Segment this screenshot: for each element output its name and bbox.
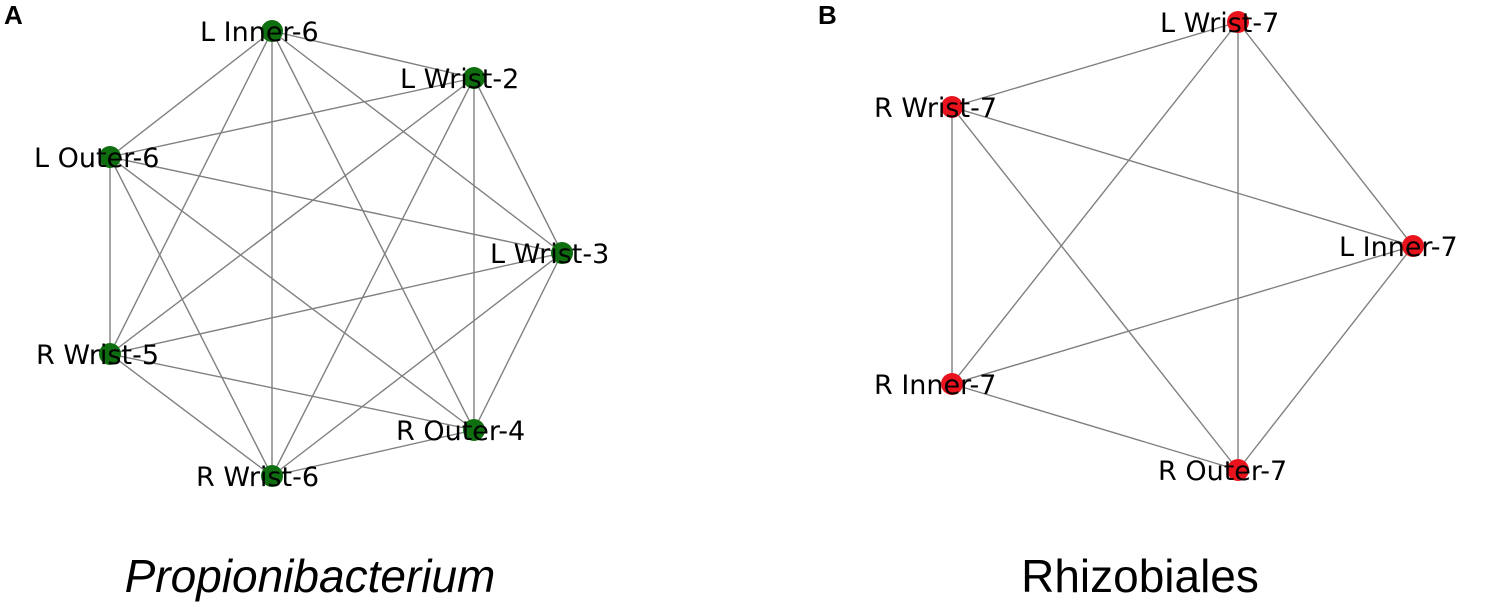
node-m2 [1402, 235, 1424, 257]
edge-n3-n5 [271, 252, 563, 477]
edge-n3-n6 [109, 252, 563, 355]
node-label-n7: L Outer-6 [34, 143, 159, 174]
panel-b-letter: B [818, 0, 837, 30]
node-label-m4: R Inner-7 [874, 370, 996, 401]
node-m5 [941, 96, 963, 118]
node-label-n4: R Outer-4 [396, 416, 525, 447]
node-label-m3: R Outer-7 [1158, 456, 1287, 487]
node-label-n3: L Wrist-3 [490, 239, 609, 270]
node-label-m5: R Wrist-7 [874, 93, 997, 124]
edge-m2-m4 [951, 245, 1414, 385]
panel-a-labels: L Inner-6 L Wrist-2 L Wrist-3 R Outer-4 R Wr… [34, 17, 609, 493]
node-label-n5: R Wrist-6 [196, 462, 319, 493]
node-n3 [551, 242, 573, 264]
node-m3 [1227, 459, 1249, 481]
panel-a: A L Inner-6 L Wrist-2 L Wrist-3 R Outer-4 R … [4, 0, 609, 602]
node-n2 [463, 67, 485, 89]
panel-a-edges [109, 30, 563, 477]
edge-n3-n7 [109, 156, 563, 254]
node-label-n2: L Wrist-2 [400, 64, 519, 95]
node-label-m1: L Wrist-7 [1160, 8, 1279, 39]
edge-n1-n3 [271, 30, 563, 254]
edge-m2-m5 [951, 106, 1414, 247]
edge-n2-n5 [271, 77, 475, 477]
edge-n4-n7 [109, 156, 475, 431]
edge-m3-m4 [951, 383, 1239, 471]
edge-n5-n7 [109, 156, 273, 477]
edge-n4-n6 [109, 353, 475, 431]
panel-a-caption: Propionibacterium [125, 550, 496, 602]
node-n4 [463, 419, 485, 441]
node-label-n6: R Wrist-5 [36, 340, 159, 371]
node-label-m2: L Inner-7 [1339, 232, 1458, 263]
edge-m3-m5 [951, 106, 1239, 471]
edge-n2-n3 [473, 77, 563, 254]
edge-m1-m4 [951, 21, 1239, 385]
node-n6 [99, 343, 121, 365]
edge-m1-m2 [1237, 21, 1414, 247]
node-m4 [941, 373, 963, 395]
panel-b-edges [951, 21, 1414, 471]
edge-n1-n2 [271, 30, 475, 79]
node-n5 [261, 465, 283, 487]
edge-n2-n6 [109, 77, 475, 355]
edge-n2-n7 [109, 77, 475, 158]
edge-n1-n6 [109, 30, 273, 355]
edge-n4-n5 [271, 429, 475, 477]
edge-n5-n6 [109, 353, 273, 477]
node-n1 [261, 20, 283, 42]
panel-b-caption: Rhizobiales [1021, 550, 1259, 602]
panel-a-nodes [99, 20, 573, 487]
panel-a-letter: A [4, 0, 23, 30]
panel-b: B L Wrist-7 L Inner-7 R Outer-7 R Inner-7 R … [818, 0, 1458, 602]
edge-n3-n4 [473, 252, 563, 431]
edge-m1-m5 [951, 21, 1239, 108]
node-label-n1: L Inner-6 [200, 17, 319, 48]
edge-n1-n4 [271, 30, 475, 431]
node-m1 [1227, 11, 1249, 33]
edge-m2-m3 [1237, 245, 1414, 471]
node-n7 [99, 146, 121, 168]
panel-b-nodes [941, 11, 1424, 481]
edge-n1-n7 [109, 30, 273, 158]
panel-b-labels: L Wrist-7 L Inner-7 R Outer-7 R Inner-7 R Wr… [874, 8, 1458, 487]
